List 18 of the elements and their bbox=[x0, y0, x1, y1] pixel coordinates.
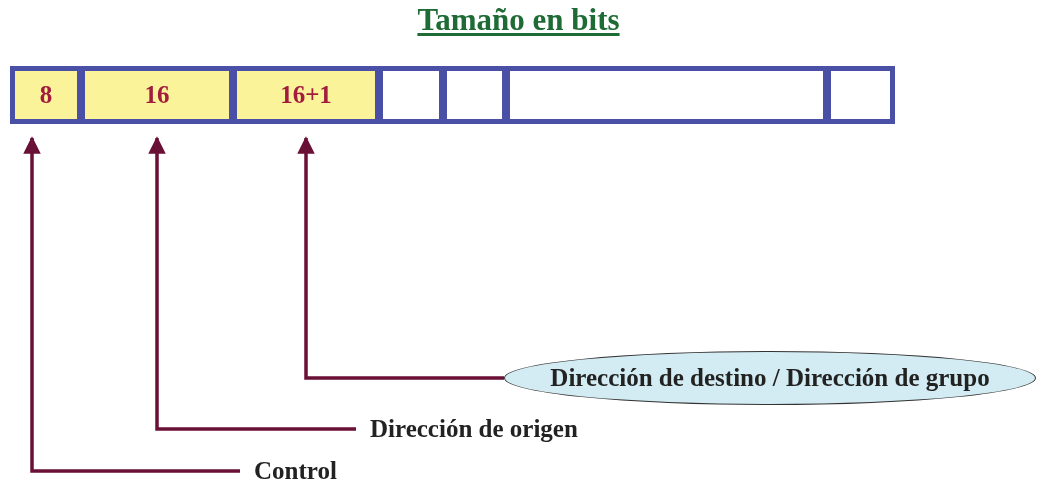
arrow bbox=[23, 136, 240, 473]
bit-size: 16+1 bbox=[280, 81, 332, 109]
bit-field bbox=[10, 66, 82, 124]
diagram-title: Tamaño en bits bbox=[416, 2, 621, 38]
field-oval bbox=[504, 351, 1036, 405]
bit-field bbox=[232, 66, 380, 124]
bit-field bbox=[505, 66, 828, 124]
bit-size: 16 bbox=[144, 81, 170, 109]
bit-field bbox=[378, 66, 444, 124]
bit-field bbox=[442, 66, 507, 124]
bit-size: 8 bbox=[39, 81, 53, 109]
node-label: Control bbox=[254, 457, 337, 485]
arrow bbox=[148, 136, 356, 431]
arrow bbox=[297, 136, 504, 380]
node-label: Dirección de origen bbox=[370, 415, 578, 443]
bit-field bbox=[80, 66, 234, 124]
node-label: Dirección de destino / Dirección de grupo bbox=[550, 364, 990, 392]
bit-field bbox=[826, 66, 895, 124]
